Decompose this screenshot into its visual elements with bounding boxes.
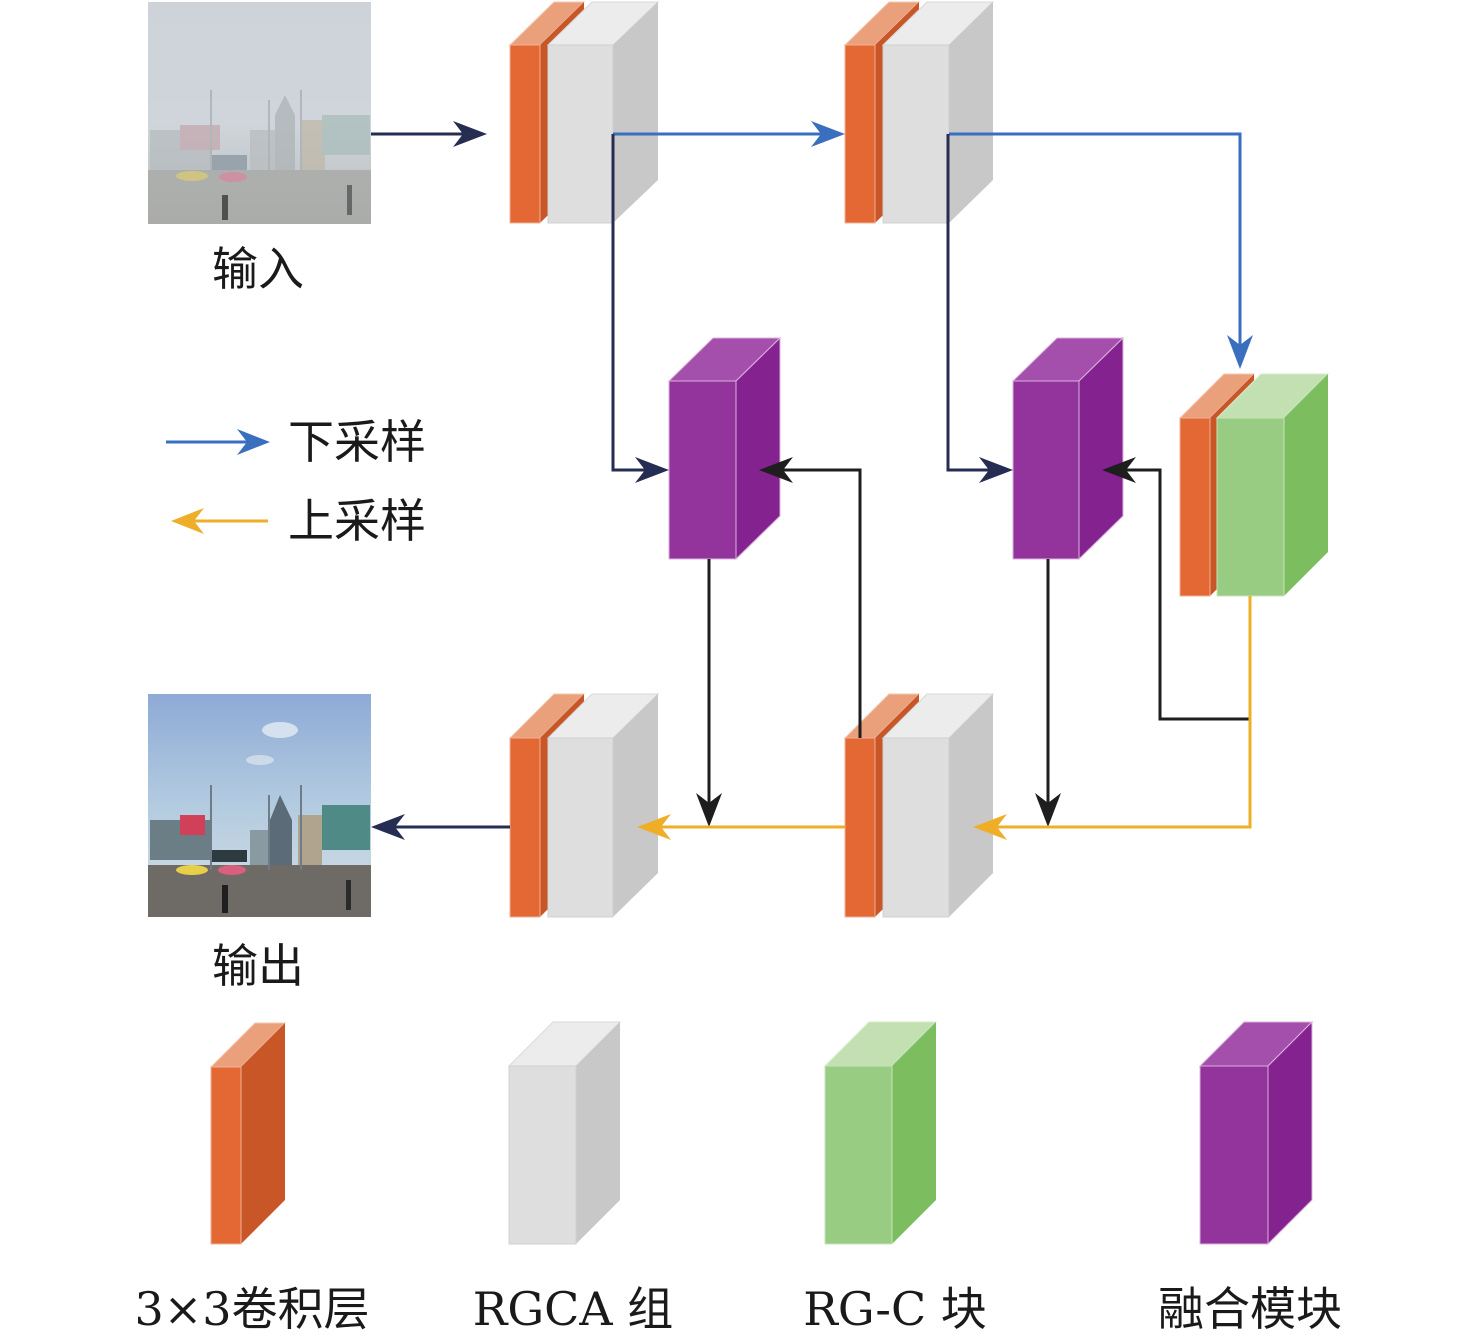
arrow-input-to-encoder1 <box>371 121 487 147</box>
arrow-upsample-2 <box>637 814 845 840</box>
legend-fusion-module: 融合模块 <box>1158 1020 1342 1336</box>
rgca-front <box>547 737 614 918</box>
rgca-front <box>547 44 614 224</box>
rgca-front <box>882 737 950 918</box>
input-label: 输入 <box>212 242 304 296</box>
rgca-side <box>613 694 658 917</box>
fusion-module-1 <box>667 336 782 561</box>
input-image <box>148 2 371 224</box>
legend-conv3x3: 3×3卷积层 <box>134 1022 370 1336</box>
decoder-block-1 <box>508 693 660 918</box>
decoder-block-2 <box>843 693 995 918</box>
legend-fusion-label: 融合模块 <box>1158 1282 1342 1336</box>
output-label: 输出 <box>212 939 304 993</box>
legend-downsample-label: 下采样 <box>288 415 426 469</box>
arrow-fusion2-down <box>1035 559 1061 827</box>
bottleneck-block <box>1178 373 1330 597</box>
conv-front <box>1179 417 1211 597</box>
arrow-downsample-1 <box>613 121 845 147</box>
legend-downsample: 下采样 <box>166 415 426 469</box>
legend-rgca-label: RGCA 组 <box>473 1282 673 1336</box>
arrow-downsample-2 <box>949 132 1253 369</box>
conv-front <box>844 44 876 224</box>
arrow-fusion1-down <box>696 559 722 827</box>
legend-upsample: 上采样 <box>171 494 426 548</box>
encoder-block-2 <box>843 1 995 224</box>
arrow-decoder2-to-fusion1 <box>759 457 862 738</box>
arrow-bottleneck-to-fusion2 <box>1102 457 1250 721</box>
legend-upsample-label: 上采样 <box>288 494 426 548</box>
rgc-front <box>1216 417 1285 597</box>
fusion-front <box>668 380 737 560</box>
fusion-module-2 <box>1011 336 1125 561</box>
legend-rgc-block: RG-C 块 <box>803 1021 987 1336</box>
rgca-side <box>613 2 658 223</box>
rgca-side <box>949 694 993 917</box>
legend-conv3x3-label: 3×3卷积层 <box>134 1282 369 1336</box>
arrow-decoder1-to-output <box>371 814 510 840</box>
output-image <box>148 694 371 917</box>
conv-front <box>509 737 541 918</box>
legend-rgca-group: RGCA 组 <box>473 1021 673 1336</box>
conv-front <box>844 737 876 918</box>
arrow-upsample-1 <box>973 596 1252 840</box>
rgca-side <box>949 2 993 223</box>
rgc-side <box>1284 374 1328 596</box>
encoder-block-1 <box>508 1 660 224</box>
arrow-skip-encoder1-to-fusion1 <box>611 134 669 483</box>
legend-rgc-label: RG-C 块 <box>803 1282 987 1336</box>
conv-front <box>509 44 541 224</box>
arrow-skip-encoder2-to-fusion2 <box>946 134 1013 483</box>
fusion-front <box>1012 380 1080 560</box>
rgca-front <box>882 44 950 224</box>
